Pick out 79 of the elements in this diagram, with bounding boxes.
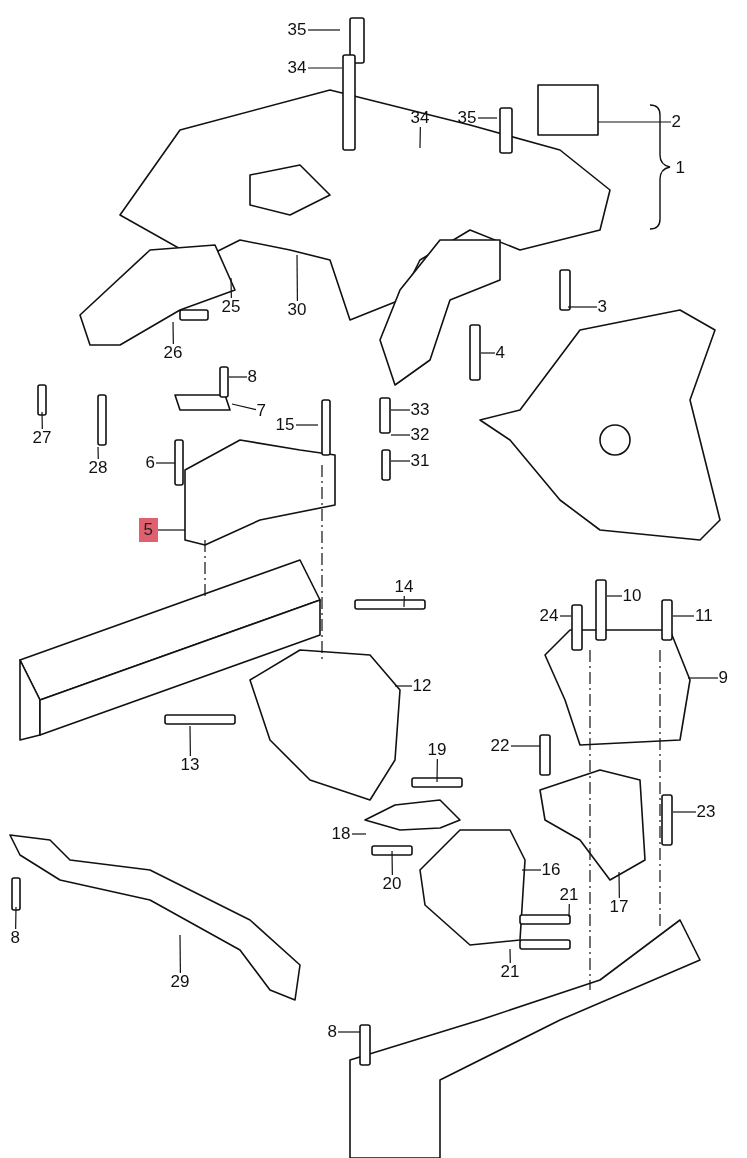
leader-line	[394, 685, 413, 687]
callout-number: 35	[456, 109, 478, 127]
leader-line	[179, 934, 181, 974]
leader-line	[510, 745, 541, 747]
leader-line	[351, 833, 367, 835]
leader-line	[391, 850, 393, 876]
callout-number: 28	[87, 459, 109, 477]
leader-line	[436, 758, 438, 783]
leader-line	[390, 409, 411, 411]
leader-line	[231, 403, 257, 411]
leader-line	[403, 595, 405, 608]
leader-line	[606, 595, 623, 597]
leader-line	[597, 121, 672, 123]
callout-number: 9	[717, 669, 729, 687]
leader-line	[307, 29, 341, 31]
callout-number: 8	[246, 368, 258, 386]
leader-line	[477, 117, 498, 119]
callout-number: 23	[695, 803, 717, 821]
leader-line	[521, 869, 542, 871]
leader-line	[228, 376, 248, 378]
callout-number: 14	[393, 578, 415, 596]
leader-line	[419, 126, 421, 149]
callout-number: 25	[220, 298, 242, 316]
leader-line	[568, 903, 570, 918]
leader-line	[559, 615, 572, 617]
callout-number: 35	[286, 21, 308, 39]
leader-line	[230, 277, 232, 299]
leader-line	[307, 67, 343, 69]
leader-line	[41, 411, 43, 430]
callout-number: 31	[409, 452, 431, 470]
callout-number: 11	[694, 607, 714, 625]
callout-number: 6	[144, 454, 156, 472]
callout-number: 12	[411, 677, 433, 695]
leader-line	[155, 462, 176, 464]
leader-line	[509, 948, 511, 964]
leader-line	[97, 446, 99, 460]
leader-line	[687, 677, 719, 679]
callout-number: 17	[608, 898, 630, 916]
callout-number: 16	[540, 861, 562, 879]
callout-number: 21	[558, 886, 580, 904]
leader-line	[618, 871, 620, 899]
leader-line	[189, 725, 191, 757]
callout-number: 30	[286, 301, 308, 319]
leader-line	[672, 811, 697, 813]
callout-number: 26	[162, 344, 184, 362]
leader-line	[157, 529, 186, 531]
callout-number: 8	[326, 1023, 338, 1041]
leader-line	[337, 1031, 361, 1033]
callout-number: 34	[286, 59, 308, 77]
callout-number: 15	[274, 416, 296, 434]
leader-line	[15, 906, 17, 930]
callout-number: 10	[621, 587, 643, 605]
callout-number: 18	[330, 825, 352, 843]
leader-line	[672, 615, 695, 617]
leader-line	[295, 424, 319, 426]
callout-number: 22	[489, 737, 511, 755]
leader-line	[296, 254, 299, 302]
callout-number: 34	[409, 109, 431, 127]
callout-number: 21	[499, 963, 521, 981]
callout-number: 33	[409, 401, 431, 419]
callout-number: 29	[169, 973, 191, 991]
leader-line	[567, 306, 598, 308]
callout-number: 7	[255, 402, 267, 420]
callout-number: 5	[138, 518, 158, 542]
callout-number: 8	[9, 929, 21, 947]
callout-number: 27	[31, 429, 53, 447]
callout-number: 20	[381, 875, 403, 893]
callout-number: 13	[179, 756, 201, 774]
callout-number: 32	[409, 426, 431, 444]
callout-number: 24	[538, 607, 560, 625]
leader-line	[390, 434, 411, 436]
callout-number: 2	[670, 113, 682, 131]
leader-line	[390, 460, 411, 462]
leader-line	[172, 321, 174, 345]
callout-number: 19	[426, 741, 448, 759]
callout-number: 4	[494, 344, 506, 362]
leader-line	[480, 352, 496, 354]
callout-number: 3	[596, 298, 608, 316]
callout-number: 1	[674, 159, 686, 177]
